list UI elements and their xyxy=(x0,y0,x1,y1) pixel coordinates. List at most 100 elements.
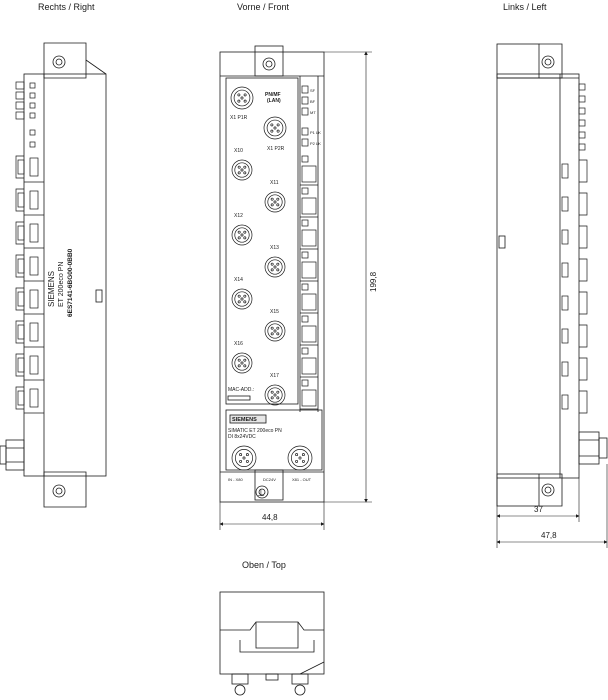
channel-label-field xyxy=(301,165,317,183)
io-connector-x11 xyxy=(264,191,286,213)
connector-pin xyxy=(242,456,246,460)
connector-pin xyxy=(243,294,247,298)
connector-pin xyxy=(237,165,241,169)
side-label-window xyxy=(29,223,39,243)
side-connector-notch xyxy=(17,225,25,241)
connector-pin xyxy=(276,390,280,394)
connector-pin xyxy=(237,99,241,103)
side-led xyxy=(29,102,36,109)
connector-pin xyxy=(295,459,299,463)
side-led-window xyxy=(15,111,25,120)
connector-pin xyxy=(243,93,247,97)
channel-led xyxy=(301,251,309,259)
side-label-window xyxy=(29,157,39,177)
label-x14: X14 xyxy=(234,277,243,283)
side-product: ET 200eco PN xyxy=(58,262,65,307)
side-connector-slot xyxy=(579,357,588,381)
side-connector-slot xyxy=(579,192,588,216)
side-connector-slot xyxy=(579,291,588,315)
dimension-depth-body: 37 xyxy=(534,505,543,514)
connector-pin xyxy=(276,268,280,272)
side-connector-notch xyxy=(17,291,25,307)
status-led xyxy=(301,127,309,136)
io-connector-x10-inner xyxy=(234,162,250,178)
side-connector-notch xyxy=(17,192,25,208)
side-led xyxy=(29,141,36,148)
io-connector-x14-inner xyxy=(234,291,250,307)
channel-led xyxy=(301,187,309,195)
side-led xyxy=(29,82,36,89)
connector-pin xyxy=(243,300,247,304)
channel-label-field xyxy=(301,261,317,279)
io-connector-x11-inner xyxy=(267,194,283,210)
led-label-mt: MT xyxy=(310,110,316,115)
io-connector-x13-inner xyxy=(267,259,283,275)
port-p2r-connector-inner xyxy=(266,119,284,137)
side-label-window xyxy=(561,295,569,311)
side-connector-slot xyxy=(579,390,588,414)
connector-pin xyxy=(276,326,280,330)
side-connector-slot xyxy=(15,320,24,344)
channel-label-field xyxy=(301,325,317,343)
top-view xyxy=(219,591,325,696)
connector-pin xyxy=(243,358,247,362)
connector-pin xyxy=(243,236,247,240)
side-connector-slot xyxy=(15,155,24,179)
side-connector-slot xyxy=(579,159,588,183)
connector-pin xyxy=(243,165,247,169)
io-connector-x14 xyxy=(231,288,253,310)
power-out-connector-inner xyxy=(291,449,309,467)
label-x1-p2r: X1 P2R xyxy=(267,146,285,152)
connector-pin xyxy=(270,268,274,272)
side-led-window xyxy=(578,83,586,91)
label-x13: X13 xyxy=(270,245,279,251)
side-brand: SIEMENS xyxy=(47,271,56,307)
status-led xyxy=(301,96,309,105)
dimension-height: 199,8 xyxy=(369,271,378,292)
connector-pin xyxy=(301,453,305,457)
io-connector-x10 xyxy=(231,159,253,181)
connector-pin xyxy=(237,236,241,240)
label-dc24v: DC24V xyxy=(263,477,276,482)
channel-label-field xyxy=(301,229,317,247)
channel-led xyxy=(301,219,309,227)
connector-pin xyxy=(276,123,280,127)
side-label-window xyxy=(29,289,39,309)
io-connector-x15-inner xyxy=(267,323,283,339)
connector-pin xyxy=(301,459,305,463)
label-x1-p1r: X1 P1R xyxy=(230,115,248,121)
power-out-connector xyxy=(287,445,313,471)
label-x10: X10 xyxy=(234,148,243,154)
port-p1r-connector-inner xyxy=(233,89,251,107)
side-connector-slot xyxy=(579,258,588,282)
connector-pin xyxy=(270,326,274,330)
side-led-window xyxy=(578,107,586,115)
led-label-bf: BF xyxy=(310,99,316,104)
connector-pin xyxy=(237,171,241,175)
io-connector-x12-inner xyxy=(234,227,250,243)
side-connector-slot xyxy=(15,254,24,278)
connector-pin xyxy=(240,96,244,100)
side-connector-slot xyxy=(15,188,24,212)
label-x11: X11 xyxy=(270,180,279,186)
right-side-view xyxy=(0,42,107,508)
connector-pin xyxy=(273,126,277,130)
plate-line-2: DI 8x24VDC xyxy=(228,434,256,440)
io-connector-x13 xyxy=(264,256,286,278)
side-label-window xyxy=(561,328,569,344)
power-in-connector-inner xyxy=(235,449,253,467)
channel-led xyxy=(301,379,309,387)
connector-pin xyxy=(276,332,280,336)
led-label-sf: SF xyxy=(310,88,316,93)
connector-pin xyxy=(245,459,249,463)
side-led-window xyxy=(15,81,25,90)
side-order-number: 6ES7141-6BG00-0BB0 xyxy=(67,248,74,317)
io-connector-x17 xyxy=(264,384,286,406)
led-label-p1lk: P1 LK xyxy=(310,130,321,135)
label-x15: X15 xyxy=(270,309,279,315)
view-title-front: Vorne / Front xyxy=(237,2,290,12)
side-connector-slot xyxy=(15,353,24,377)
port-p2r-connector xyxy=(263,116,287,140)
channel-label-field xyxy=(301,197,317,215)
